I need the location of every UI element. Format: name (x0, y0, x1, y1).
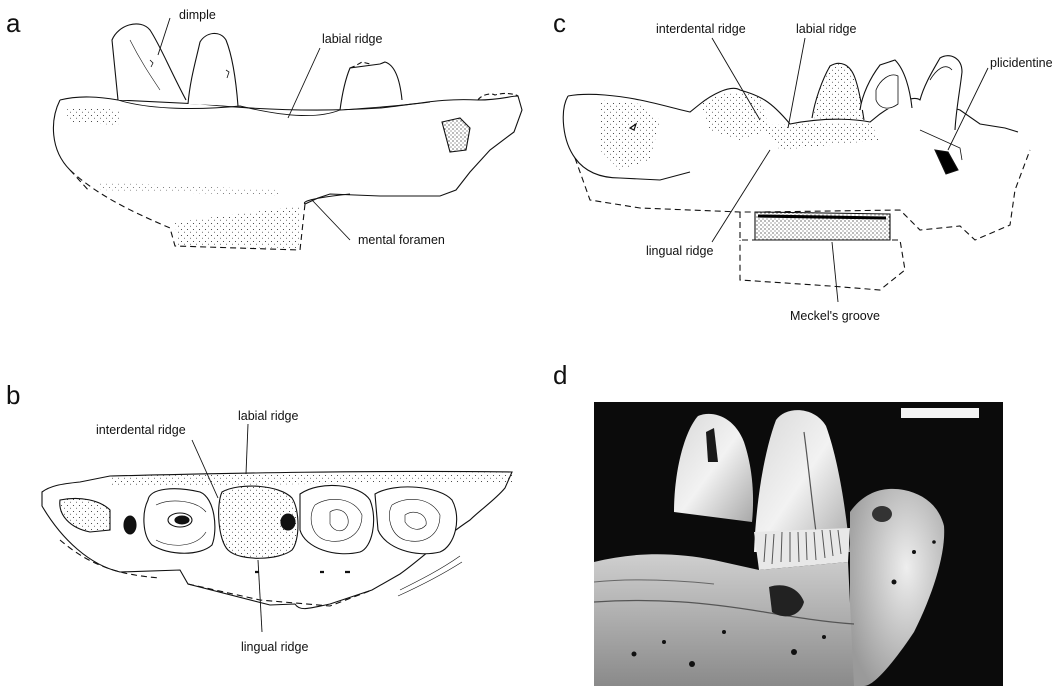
leader-labial-ridge-a (288, 48, 320, 118)
panel-c-tooth-1 (812, 63, 864, 120)
leader-meckels-groove (832, 242, 838, 302)
leader-dimple (158, 18, 170, 55)
panel-c-plicidentine (935, 150, 958, 174)
leader-labial-ridge-c (788, 38, 805, 128)
panel-c-tooth-3 (920, 56, 962, 130)
label-lingual-ridge-c: lingual ridge (646, 244, 713, 258)
label-interdental-ridge-b: interdental ridge (96, 423, 186, 437)
panel-c-drawing (563, 38, 1030, 302)
panel-a-tooth-2 (188, 33, 238, 106)
panel-b-tooth-4 (375, 487, 457, 554)
panel-a-drawing (53, 18, 522, 250)
panel-b-tooth-3 (300, 485, 374, 553)
scale-bar (901, 408, 979, 418)
label-interdental-ridge-c: interdental ridge (656, 22, 746, 36)
label-lingual-ridge-b: lingual ridge (241, 640, 308, 654)
leader-interdental-ridge-b (192, 440, 218, 498)
label-meckels-groove: Meckel's groove (790, 309, 880, 323)
label-labial-ridge-b: labial ridge (238, 409, 298, 423)
panel-a-tooth-3 (340, 62, 402, 110)
panel-a-tooth-1 (112, 24, 186, 100)
label-labial-ridge-a: labial ridge (322, 32, 382, 46)
panel-c-tooth-2 (860, 60, 912, 110)
panel-b-tooth-2 (219, 486, 298, 558)
label-dimple: dimple (179, 8, 216, 22)
label-plicidentine: plicidentine (990, 56, 1053, 70)
panel-b-tooth-1 (144, 489, 215, 554)
panel-d-photo-svg (594, 402, 1003, 686)
panel-d-photo (594, 402, 1003, 686)
leader-mental-foramen (312, 200, 350, 240)
label-mental-foramen: mental foramen (358, 233, 445, 247)
label-labial-ridge-c: labial ridge (796, 22, 856, 36)
panel-b-drawing (42, 424, 512, 632)
leader-labial-ridge-b (246, 424, 248, 474)
leader-lingual-ridge-b (258, 560, 262, 632)
